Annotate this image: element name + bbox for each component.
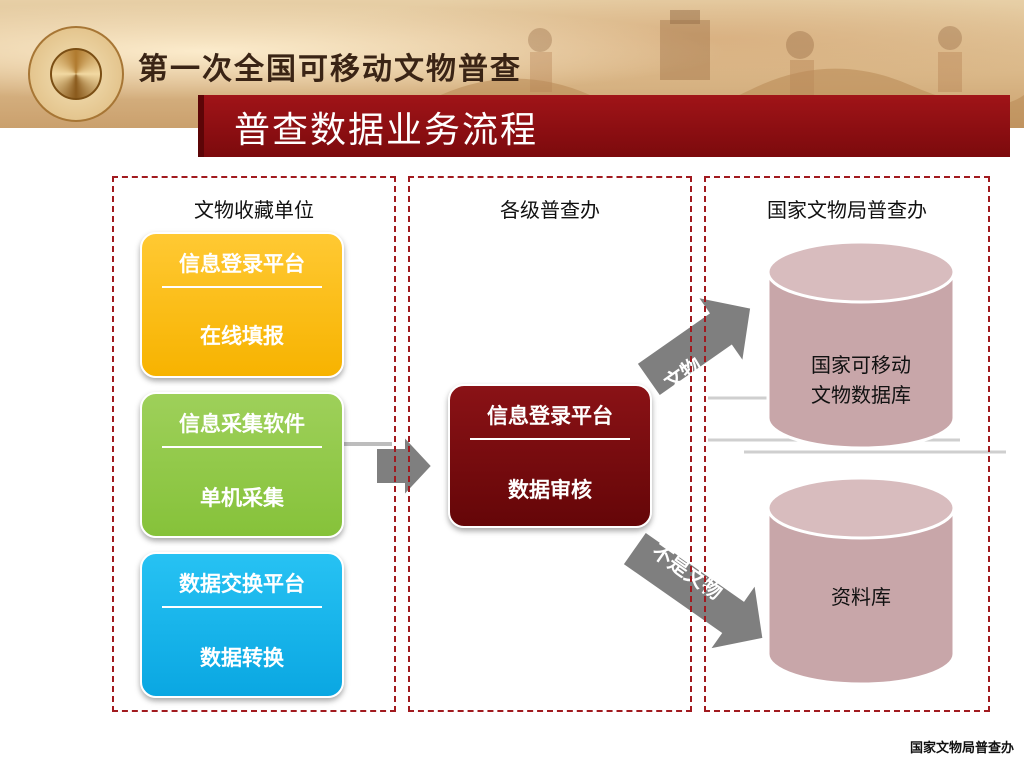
program-title: 第一次全国可移动文物普查 (138, 52, 522, 87)
divider (162, 606, 322, 608)
review-platform-title: 信息登录平台 (487, 404, 613, 428)
relics-database-line2: 文物数据库 (811, 383, 911, 407)
panel-header-national-office: 国家文物局普查办 (767, 198, 927, 222)
divider (162, 286, 322, 288)
panel-census-offices: 各级普查办 (408, 176, 692, 712)
relic-arrow-icon (635, 295, 753, 398)
exchange-platform-box: 数据交换平台 数据转换 (140, 552, 344, 698)
panel-national-office: 国家文物局普查办 (704, 176, 990, 712)
footer-organization: 国家文物局普查办 (909, 741, 1014, 756)
panel-header-collection-units: 文物收藏单位 (194, 198, 314, 222)
review-platform-function: 数据审核 (508, 478, 592, 502)
database-icon (766, 240, 956, 450)
relics-database-cylinder: 国家可移动 文物数据库 (766, 240, 956, 450)
panel-header-census-offices: 各级普查办 (500, 198, 600, 222)
entry-platform-box: 信息登录平台 在线填报 (140, 232, 344, 378)
flow-arrow-icon (375, 433, 434, 499)
non-relic-arrow-icon (621, 530, 765, 652)
divider (162, 446, 322, 448)
archive-database-cylinder: 资料库 (766, 476, 956, 686)
collection-software-function: 单机采集 (200, 486, 284, 510)
relics-database-line1: 国家可移动 (811, 353, 911, 377)
collection-software-box: 信息采集软件 单机采集 (140, 392, 344, 538)
entry-platform-title: 信息登录平台 (179, 252, 305, 276)
archive-database-label: 资料库 (831, 585, 891, 609)
title-bar: 普查数据业务流程 (198, 95, 1010, 157)
slide-title: 普查数据业务流程 (234, 110, 539, 151)
exchange-platform-title: 数据交换平台 (179, 572, 305, 596)
divider (470, 438, 630, 440)
exchange-platform-function: 数据转换 (200, 646, 284, 670)
database-icon (766, 476, 956, 686)
panel-collection-units: 文物收藏单位 (112, 176, 396, 712)
review-platform-box: 信息登录平台 数据审核 (448, 384, 652, 528)
logo-swirl-icon (50, 48, 102, 100)
collection-software-title: 信息采集软件 (179, 412, 305, 436)
entry-platform-function: 在线填报 (200, 324, 284, 348)
header-banner: 第一次全国可移动文物普查 (0, 0, 1024, 128)
